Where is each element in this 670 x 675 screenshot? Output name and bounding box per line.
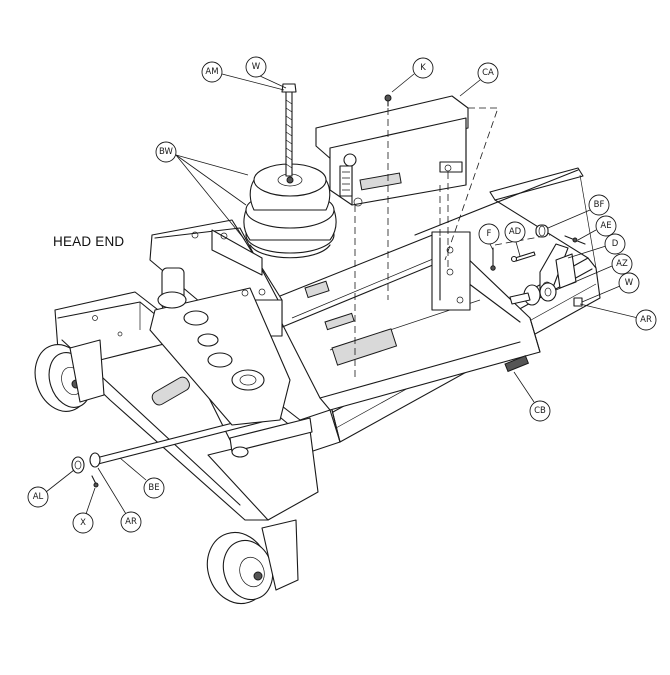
- callout-AM: AM: [201, 61, 285, 91]
- svg-text:AE: AE: [600, 221, 611, 231]
- callout-F: F: [478, 223, 500, 251]
- lift-head-assembly: [149, 219, 291, 426]
- svg-text:AL: AL: [33, 492, 44, 502]
- svg-text:AR: AR: [125, 517, 137, 527]
- bolt: [281, 83, 297, 177]
- svg-text:AM: AM: [205, 67, 218, 77]
- svg-text:X: X: [80, 518, 86, 528]
- left-caster-wheel: [34, 339, 105, 412]
- link-assembly-parts: [490, 224, 586, 307]
- callout-AL: AL: [27, 469, 75, 508]
- svg-text:K: K: [420, 63, 426, 73]
- air-bellows: [243, 163, 337, 259]
- callout-AZ: AZ: [555, 253, 633, 291]
- svg-text:D: D: [612, 239, 619, 249]
- svg-text:BE: BE: [148, 483, 159, 493]
- bracket: [315, 94, 469, 207]
- carriage-frame: [269, 231, 541, 411]
- svg-text:CA: CA: [482, 68, 494, 78]
- callout-X: X: [72, 487, 96, 534]
- svg-text:W: W: [625, 278, 634, 288]
- callout-W-top: W: [245, 56, 287, 89]
- callout-AE: AE: [577, 215, 617, 241]
- callout-K: K: [391, 57, 434, 93]
- callout-BE: BE: [119, 457, 165, 499]
- svg-text:BW: BW: [159, 147, 174, 157]
- svg-text:BF: BF: [594, 200, 605, 210]
- callout-CB: CB: [513, 371, 551, 422]
- callout-AR-bottom: AR: [97, 467, 142, 533]
- callout-D: D: [567, 233, 626, 259]
- svg-text:CB: CB: [534, 406, 546, 416]
- svg-text:W: W: [252, 62, 261, 72]
- head-end-label: HEAD END: [53, 234, 125, 249]
- callout-AR-right: AR: [579, 303, 657, 331]
- callout-CA: CA: [459, 62, 499, 97]
- svg-text:AD: AD: [509, 227, 522, 237]
- svg-text:AR: AR: [640, 315, 652, 325]
- front-caster-wheel: [206, 519, 299, 605]
- svg-text:F: F: [487, 229, 492, 239]
- callout-AD: AD: [504, 221, 526, 257]
- callout-W-right: W: [581, 272, 640, 303]
- svg-text:AZ: AZ: [616, 259, 628, 269]
- callout-BF: BF: [547, 194, 610, 229]
- callout-BW: BW: [155, 141, 249, 241]
